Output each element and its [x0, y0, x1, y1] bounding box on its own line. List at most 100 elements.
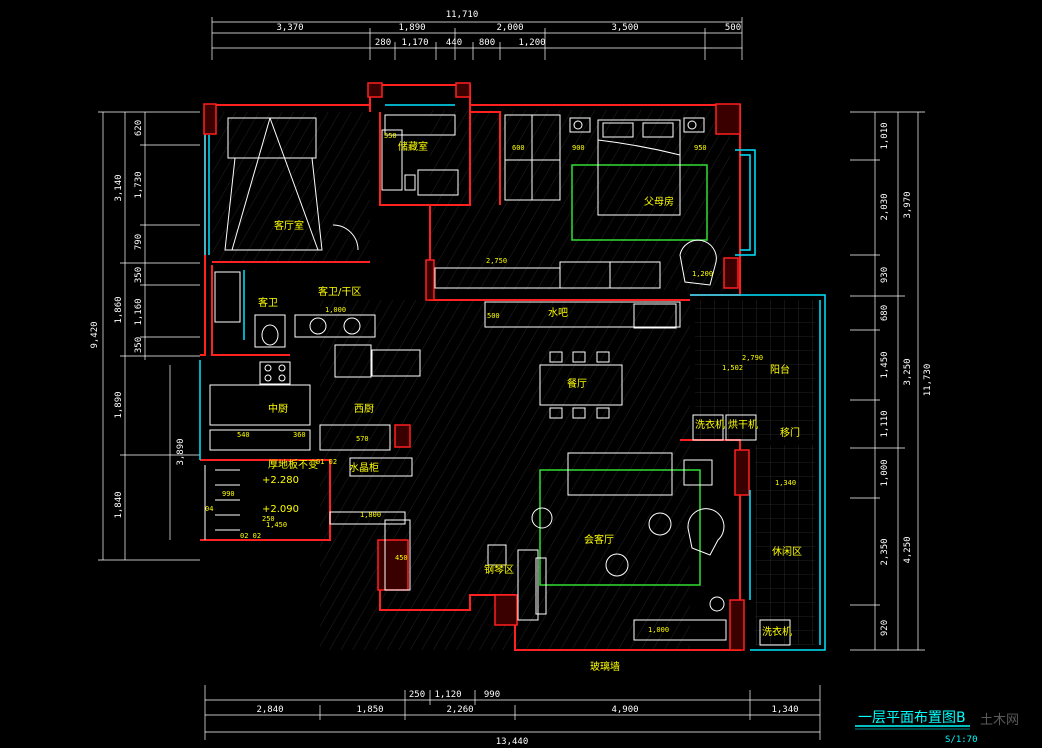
room-stair-note: 厚地板不变 — [268, 458, 318, 471]
top-sub-dim-1: 280 — [375, 38, 391, 48]
windows — [199, 104, 826, 651]
watermark-text: 土木网 — [980, 713, 1019, 728]
left-dim-2: 1,860 — [114, 296, 124, 323]
top-dim-2: 1,890 — [398, 23, 425, 33]
right-sub-dim-9: 920 — [880, 620, 890, 636]
note-360: 360 — [293, 431, 306, 439]
bottom-dim-4: 4,900 — [611, 705, 638, 715]
right-dim-3: 4,250 — [903, 536, 913, 563]
left-sub-dim-2: 1,730 — [134, 171, 144, 198]
note-2790: 2,790 — [742, 354, 763, 362]
top-sub-dim-2: 1,170 — [401, 38, 428, 48]
room-sliding-door: 移门 — [780, 426, 800, 439]
left-sub-dim-3: 790 — [134, 234, 144, 250]
room-dryer: 烘干机 — [728, 418, 758, 431]
note-900: 900 — [572, 144, 585, 152]
right-sub-dim-3: 930 — [880, 267, 890, 283]
note-1000-tv: 1,000 — [648, 626, 669, 634]
note-1340: 1,340 — [775, 479, 796, 487]
left-sub-dim-6: 350 — [134, 337, 144, 353]
note-500: 500 — [487, 312, 500, 320]
room-guest-wet-area: 客卫/干区 — [318, 285, 361, 298]
right-sub-dim-6: 1,110 — [880, 410, 890, 437]
note-1200: 1,200 — [692, 270, 713, 278]
top-dim-1: 3,370 — [276, 23, 303, 33]
note-1502: 1,502 — [722, 364, 743, 372]
room-laundry-2: 洗衣机 — [762, 625, 792, 638]
room-storage: 储藏室 — [398, 140, 428, 153]
top-sub-dim-5: 1,200 — [518, 38, 545, 48]
drawing-title: 一层平面布置图B — [858, 710, 966, 726]
note-540: 540 — [237, 431, 250, 439]
room-water-bar: 水吧 — [548, 307, 568, 319]
right-dimension-lines — [850, 111, 925, 651]
top-dim-3: 2,000 — [496, 23, 523, 33]
level-mark-1: +2.280 — [262, 475, 299, 486]
bottom-dim-5: 1,340 — [771, 705, 798, 715]
left-dim-4: 1,840 — [114, 491, 124, 518]
note-990: 990 — [222, 490, 235, 498]
room-wine-cabinet: 水晶柜 — [349, 461, 379, 474]
note-02: 02 02 — [240, 532, 261, 540]
left-total-dim: 9,420 — [90, 321, 100, 348]
left-dim-3: 1,890 — [114, 391, 124, 418]
room-dining: 餐厅 — [567, 377, 587, 390]
right-dim-1: 3,970 — [903, 191, 913, 218]
room-kitchen: 中厨 — [268, 402, 288, 415]
walls — [200, 82, 750, 651]
top-sub-dim-4: 800 — [479, 38, 495, 48]
top-sub-dim-3: 440 — [446, 38, 462, 48]
left-side-dim: 3,890 — [176, 438, 186, 465]
top-dim-4: 3,500 — [611, 23, 638, 33]
note-570: 570 — [356, 435, 369, 443]
right-sub-dim-8: 2,350 — [880, 538, 890, 565]
right-sub-dim-4: 680 — [880, 305, 890, 321]
left-dim-1: 3,140 — [114, 174, 124, 201]
note-1800: 1,800 — [360, 511, 381, 519]
level-mark-2: +2.090 — [262, 504, 299, 515]
bottom-dim-1: 2,840 — [256, 705, 283, 715]
note-1000: 1,000 — [325, 306, 346, 314]
left-sub-dim-4: 350 — [134, 267, 144, 283]
top-dim-5: 500 — [725, 23, 741, 33]
furniture — [204, 114, 791, 646]
top-dimension-lines — [211, 17, 743, 60]
note-600: 600 — [512, 144, 525, 152]
bottom-sub-dim-1: 250 — [409, 690, 425, 700]
note-04: 04 — [205, 505, 213, 513]
bottom-sub-dim-3: 990 — [484, 690, 500, 700]
note-950: 950 — [694, 144, 707, 152]
left-sub-dim-5: 1,160 — [134, 298, 144, 325]
room-guest-bedroom: 客厅室 — [274, 219, 304, 232]
bottom-sub-dim-2: 1,120 — [434, 690, 461, 700]
right-sub-dim-2: 2,030 — [880, 193, 890, 220]
room-master-bedroom: 父母房 — [644, 195, 674, 208]
right-dim-2: 3,250 — [903, 358, 913, 385]
label-glass-wall: 玻璃墙 — [590, 660, 620, 673]
right-sub-dim-5: 1,450 — [880, 351, 890, 378]
room-leisure: 休闲区 — [772, 545, 802, 558]
room-western-kitchen: 西厨 — [354, 403, 374, 415]
room-piano: 钢琴区 — [484, 563, 514, 576]
room-living: 会客厅 — [584, 533, 614, 546]
room-laundry: 洗衣机 — [695, 418, 725, 431]
bottom-dimension-lines — [204, 685, 821, 740]
note-1450: 1,450 — [266, 521, 287, 529]
bottom-dim-3: 2,260 — [446, 705, 473, 715]
note-550: 550 — [384, 132, 397, 140]
top-total-dim: 11,710 — [446, 10, 479, 20]
right-sub-dim-1: 1,010 — [880, 122, 890, 149]
bottom-total-dim: 13,440 — [496, 737, 529, 747]
right-sub-dim-7: 1,000 — [880, 459, 890, 486]
left-dimension-lines — [98, 111, 200, 561]
bottom-dim-2: 1,850 — [356, 705, 383, 715]
room-balcony: 阳台 — [770, 363, 790, 376]
note-2750: 2,750 — [486, 257, 507, 265]
drawing-scale: S/1:70 — [945, 735, 978, 745]
note-450: 450 — [395, 554, 408, 562]
note-250: 250 — [262, 515, 275, 523]
left-sub-dim-1: 620 — [134, 120, 144, 136]
right-total-dim: 11,730 — [923, 364, 933, 397]
note-01: 01 02 — [316, 458, 337, 466]
